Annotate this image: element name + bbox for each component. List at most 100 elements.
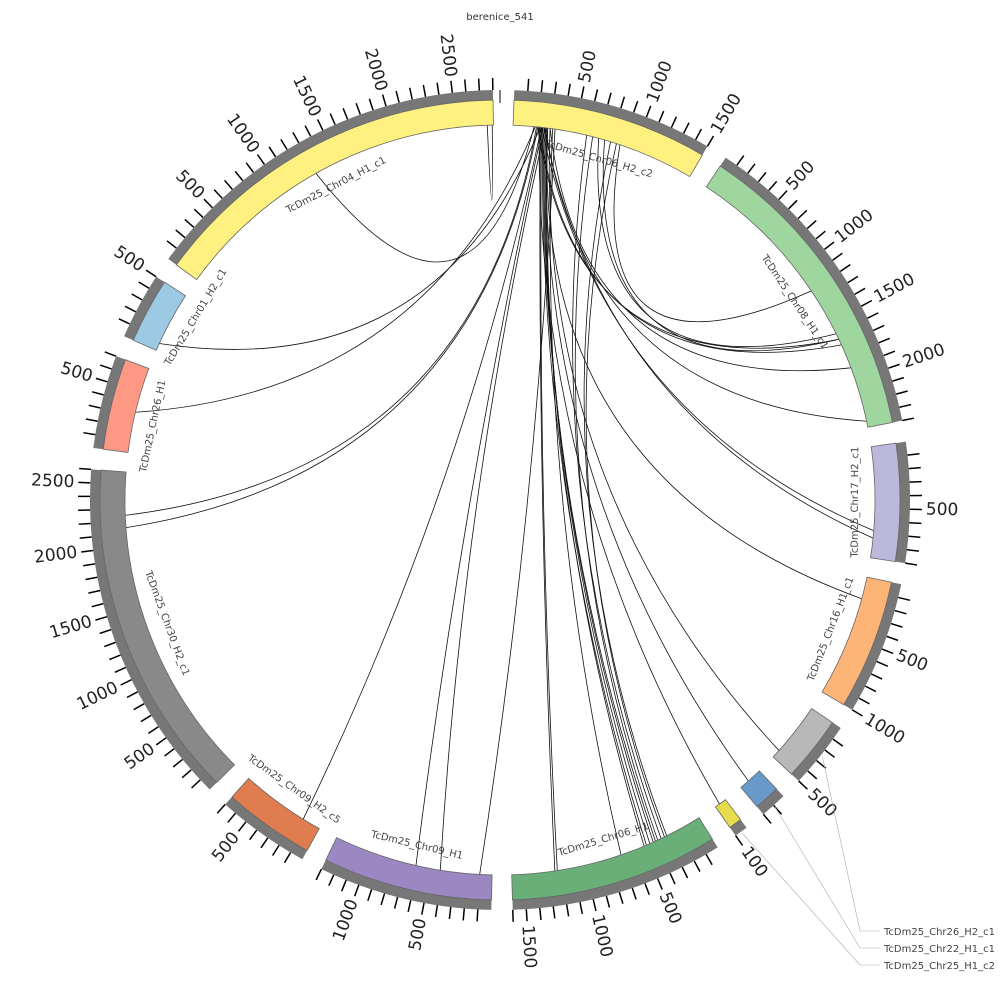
tick-mark xyxy=(104,351,117,357)
tick-mark xyxy=(353,884,360,897)
tick-mark xyxy=(81,549,94,553)
tick-mark xyxy=(85,576,98,581)
link xyxy=(135,126,536,413)
tick-mark xyxy=(172,758,183,768)
tick-mark xyxy=(867,312,879,319)
segment-band xyxy=(102,359,150,453)
tick-mark xyxy=(381,94,387,107)
tick-mark xyxy=(895,390,908,395)
tick-mark xyxy=(824,749,835,758)
label-leader-line xyxy=(774,806,880,949)
tick-mark xyxy=(223,179,233,190)
tick-label: 500 xyxy=(121,739,159,774)
tick-mark xyxy=(104,641,116,648)
tick-label: 500 xyxy=(893,646,931,676)
link xyxy=(546,128,862,600)
tick-mark xyxy=(271,844,280,856)
segment-label: TcDm25_Chr26_H2_c1 xyxy=(883,927,995,938)
tick-mark xyxy=(888,363,900,369)
tick-mark xyxy=(858,697,870,705)
tick-label: 500 xyxy=(110,242,148,276)
tick-mark xyxy=(147,726,159,734)
tick-label: 1000 xyxy=(643,58,677,106)
tick-mark xyxy=(894,609,907,615)
tick-mark xyxy=(592,899,597,912)
link xyxy=(546,128,645,847)
tick-mark xyxy=(213,189,223,199)
tick-band xyxy=(321,860,492,910)
tick-mark xyxy=(567,83,571,96)
tick-band xyxy=(225,796,308,860)
tick-label: 2500 xyxy=(31,470,75,492)
tick-mark xyxy=(138,281,150,289)
tick-label: 1000 xyxy=(329,897,363,945)
tick-label: 500 xyxy=(655,889,686,927)
tick-mark xyxy=(605,895,611,908)
tick-mark xyxy=(181,769,192,779)
link xyxy=(302,127,542,820)
tick-mark xyxy=(83,563,96,567)
tick-label: 1000 xyxy=(861,709,908,748)
tick-label: 1000 xyxy=(587,913,616,960)
link xyxy=(315,126,535,263)
plot-title: berenice_541 xyxy=(466,12,534,23)
tick-label: 100 xyxy=(737,843,772,881)
segment-band xyxy=(511,817,713,901)
link xyxy=(583,141,668,837)
tick-label: 500 xyxy=(926,500,959,521)
tick-mark xyxy=(768,180,778,191)
segment-label: TcDm25_Chr22_H1_c1 xyxy=(883,944,995,955)
segment-band xyxy=(325,837,493,901)
tick-mark xyxy=(380,893,386,906)
tick-mark xyxy=(706,135,715,147)
tick-mark xyxy=(280,138,288,151)
tick-label: 2000 xyxy=(360,46,391,93)
tick-mark xyxy=(260,837,269,849)
tick-band xyxy=(513,90,708,155)
tick-mark xyxy=(245,162,255,173)
tick-mark xyxy=(342,107,349,120)
tick-mark xyxy=(906,548,919,552)
tick-mark xyxy=(421,902,425,915)
tick-mark xyxy=(872,324,885,332)
tick-mark xyxy=(88,404,101,409)
tick-mark xyxy=(408,87,413,100)
link xyxy=(542,127,647,846)
tick-mark xyxy=(99,628,112,635)
tick-mark xyxy=(762,813,772,824)
tick-mark xyxy=(878,337,891,344)
tick-mark xyxy=(579,901,584,915)
tick-label: 1000 xyxy=(222,110,263,157)
tick-mark xyxy=(669,872,676,885)
tick-mark xyxy=(892,376,905,382)
tick-mark xyxy=(227,812,237,823)
link xyxy=(538,126,842,353)
tick-mark xyxy=(393,896,399,909)
tick-mark xyxy=(898,596,911,602)
tick-mark xyxy=(870,673,883,680)
label-leader-line xyxy=(742,833,880,966)
tick-mark xyxy=(773,804,783,815)
tick-mark xyxy=(832,738,844,747)
tick-mark xyxy=(464,79,467,92)
tick-mark xyxy=(450,80,454,93)
tick-mark xyxy=(864,685,877,693)
tick-band xyxy=(512,838,718,910)
tick-mark xyxy=(552,906,556,919)
segment-TcDm25_Chr22_H1_c1: TcDm25_Chr22_H1_c1 xyxy=(740,770,995,955)
tick-label: 1500 xyxy=(517,924,540,968)
tick-mark xyxy=(283,852,292,864)
tick-mark xyxy=(184,218,195,228)
tick-mark xyxy=(788,199,798,210)
tick-label: 500 xyxy=(575,49,601,85)
tick-mark xyxy=(909,480,922,483)
tick-mark xyxy=(886,635,899,642)
tick-band xyxy=(729,819,747,836)
tick-label: 500 xyxy=(58,358,95,387)
tick-mark xyxy=(876,660,889,668)
segment-band xyxy=(821,576,892,706)
tick-label: 2000 xyxy=(900,340,947,373)
link xyxy=(613,144,812,323)
